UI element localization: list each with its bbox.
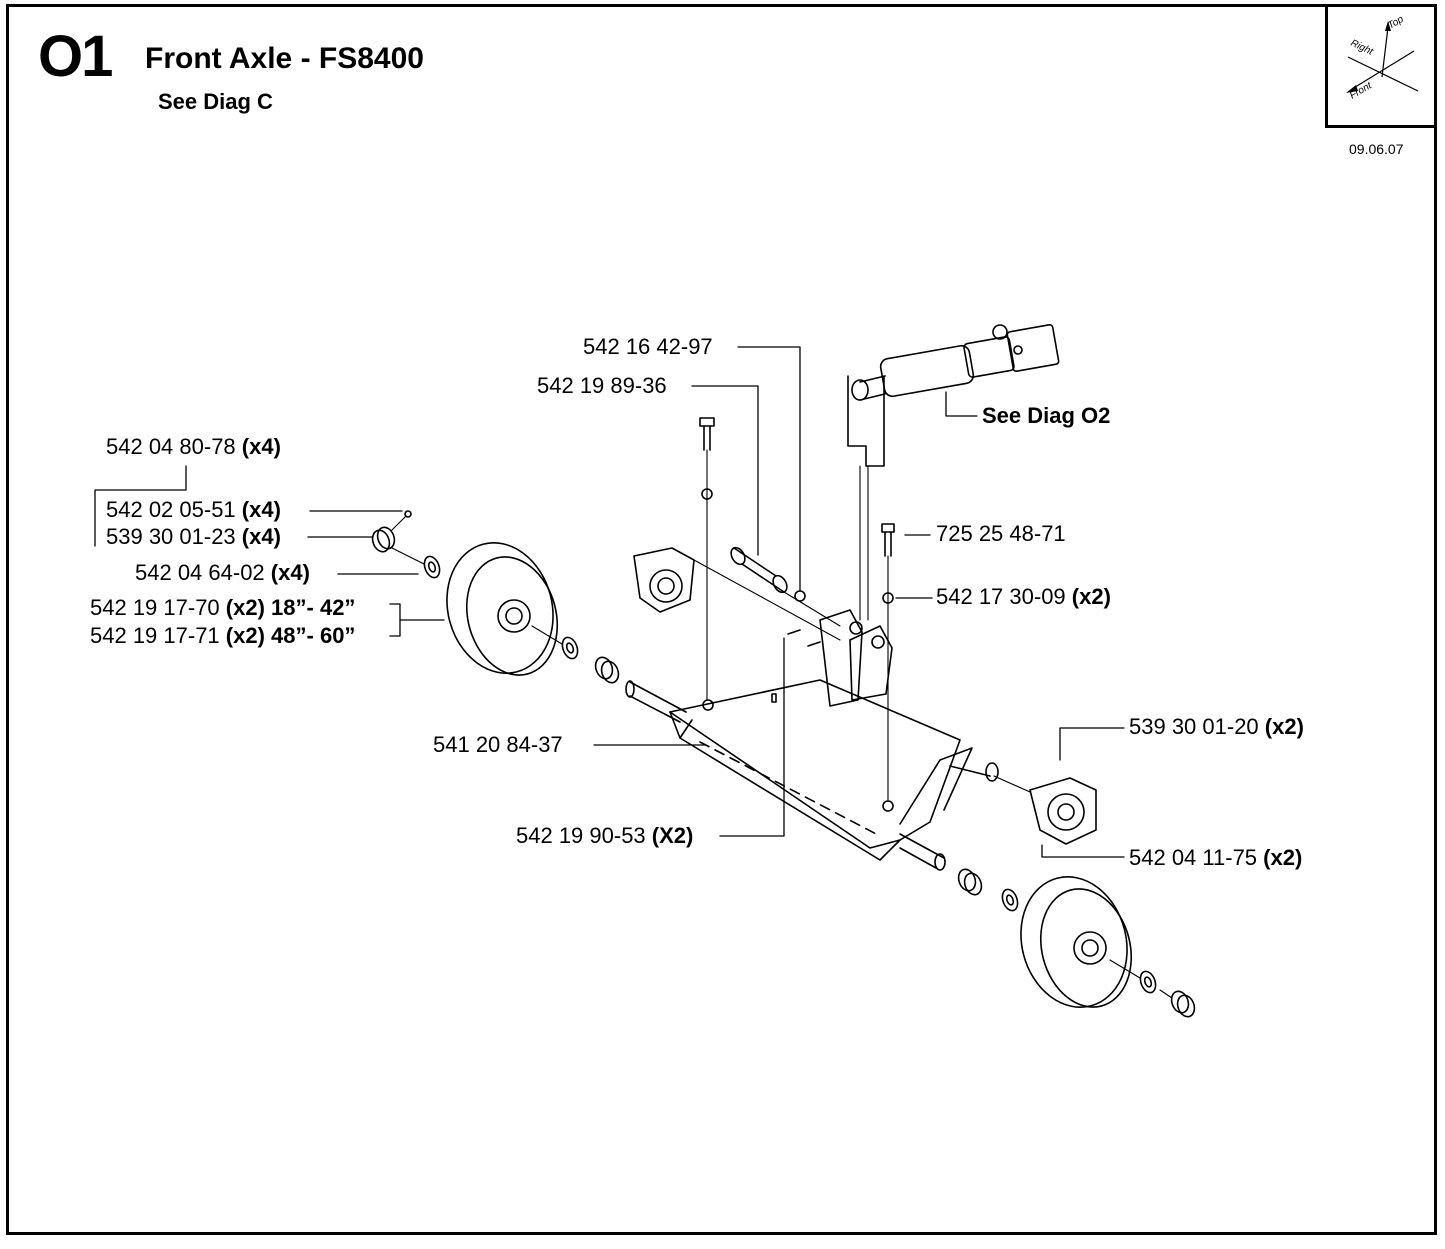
bearing-housing-right	[993, 775, 1097, 845]
callout-542-17-30-09: 542 17 30-09 (x2)	[936, 584, 1111, 609]
axle-stub-right	[899, 762, 999, 871]
callout-542-16-42-97: 542 16 42-97	[583, 334, 713, 359]
see-diag-c-link[interactable]: See Diag C	[158, 89, 273, 114]
pivot-pin	[730, 546, 841, 627]
bearing-housing-left	[633, 547, 841, 641]
hydraulic-cylinder	[847, 323, 1060, 467]
callout-539-30-01-20: 539 30 01-20 (x2)	[1129, 714, 1304, 739]
callout-542-04-80-78: 542 04 80-78 (x4)	[106, 434, 281, 459]
wheel-stack-left	[371, 510, 620, 684]
section-code: O1	[38, 24, 113, 89]
diagram-date: 09.06.07	[1349, 141, 1404, 157]
axle-beam	[669, 609, 973, 861]
page-title: Front Axle - FS8400	[145, 42, 424, 75]
axle-stub-left	[625, 680, 687, 723]
callout-542-02-05-51: 542 02 05-51 (x4)	[106, 497, 281, 522]
callout-542-04-11-75: 542 04 11-75 (x2)	[1129, 845, 1303, 870]
orientation-box: Top Right Front	[1325, 4, 1437, 128]
orientation-axes-icon: Top Right Front	[1346, 14, 1419, 102]
wheel-stack-right	[957, 868, 1196, 1018]
callout-542-19-90-53: 542 19 90-53 (X2)	[516, 823, 694, 848]
callout-539-30-01-23: 539 30 01-23 (x4)	[106, 524, 281, 549]
leader-lines	[94, 346, 1125, 858]
callout-542-04-64-02: 542 04 64-02 (x4)	[135, 560, 310, 585]
callout-542-19-17-71: 542 19 17-71 (x2) 48”- 60”	[90, 623, 356, 648]
bolt-725-25-48-71	[881, 523, 895, 812]
see-diag-o2-link[interactable]: See Diag O2	[982, 403, 1111, 428]
callout-542-19-89-36: 542 19 89-36	[537, 373, 667, 398]
callout-542-19-17-70: 542 19 17-70 (x2) 18”- 42”	[90, 595, 356, 620]
callout-725-25-48-71: 725 25 48-71	[936, 521, 1066, 546]
page-border	[6, 4, 1437, 1235]
callout-541-20-84-37: 541 20 84-37	[433, 732, 563, 757]
